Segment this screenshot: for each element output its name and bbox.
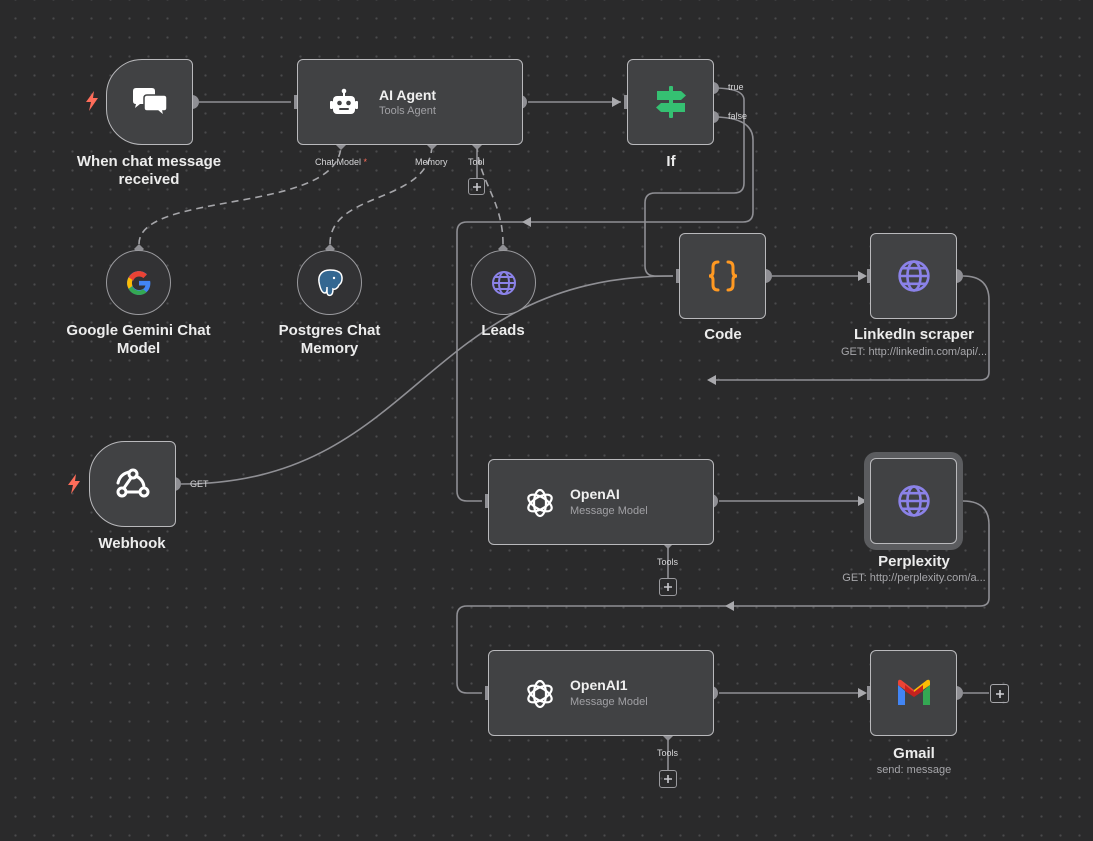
openai-logo-icon	[521, 675, 559, 713]
if-true-label: true	[728, 82, 744, 92]
ai-agent-subtitle: Tools Agent	[379, 105, 436, 117]
gmail-title: Gmail	[893, 745, 935, 762]
gmail-subtitle: send: message	[876, 764, 952, 776]
if-title: If	[666, 153, 676, 170]
add-openai1-tool-button[interactable]	[659, 770, 677, 788]
openai-subtitle: Message Model	[570, 505, 648, 517]
ai-agent-title: AI Agent	[379, 87, 437, 103]
code-node[interactable]	[679, 233, 766, 319]
postgres-node[interactable]	[297, 250, 362, 315]
plus-icon	[472, 182, 481, 191]
connection-postgres-to-agent	[329, 144, 433, 245]
openai1-title: OpenAI1	[570, 677, 628, 693]
gemini-title: Google Gemini Chat Model	[66, 322, 211, 357]
openai-tools-label: Tools	[657, 557, 679, 567]
add-openai-tool-button[interactable]	[659, 578, 677, 596]
connection-if-false-to-openai	[456, 116, 754, 502]
chat-trigger-node[interactable]	[106, 59, 193, 145]
add-tool-button[interactable]	[468, 178, 485, 195]
leads-title: Leads	[481, 322, 525, 339]
openai1-node[interactable]: OpenAI1 Message Model	[488, 650, 714, 736]
perplexity-title: Perplexity	[878, 553, 950, 570]
webhook-icon	[90, 442, 175, 526]
chat-model-connector-label: Chat Model *	[315, 157, 368, 167]
linkedin-scraper-title: LinkedIn scraper	[853, 326, 975, 343]
postgres-title: Postgres Chat Memory	[278, 322, 381, 357]
connection-webhook-to-code	[180, 275, 674, 485]
chat-trigger-title: When chat message received	[76, 153, 222, 188]
webhook-node[interactable]	[89, 441, 176, 527]
robot-icon	[328, 87, 360, 119]
connection-linkedin-to-openai	[712, 275, 990, 381]
plus-icon	[664, 775, 672, 783]
gemini-node[interactable]	[106, 250, 171, 315]
connection-leads-to-agent	[476, 144, 504, 245]
webhook-method-label: GET	[190, 479, 209, 489]
if-false-label: false	[728, 111, 748, 121]
leads-node[interactable]	[471, 250, 536, 315]
plus-icon	[664, 583, 672, 591]
gmail-node[interactable]	[870, 650, 957, 736]
if-node[interactable]	[627, 59, 714, 145]
webhook-title: Webhook	[98, 535, 166, 552]
perplexity-node[interactable]	[870, 458, 957, 544]
openai-title: OpenAI	[570, 486, 620, 502]
plus-icon	[995, 689, 1004, 698]
add-after-gmail-button[interactable]	[990, 684, 1009, 703]
gmail-icon	[871, 651, 956, 735]
linkedin-scraper-subtitle: GET: http://linkedin.com/api/...	[840, 346, 988, 358]
openai1-tools-label: Tools	[657, 748, 679, 758]
memory-connector-label: Memory	[415, 157, 448, 167]
openai1-subtitle: Message Model	[570, 696, 648, 708]
globe-icon	[871, 234, 956, 318]
postgres-elephant-icon	[298, 251, 361, 314]
globe-icon	[871, 459, 956, 543]
openai-logo-icon	[521, 484, 559, 522]
ai-agent-node[interactable]: AI Agent Tools Agent	[297, 59, 523, 145]
signpost-icon	[628, 60, 713, 144]
lightning-bolt-icon	[68, 474, 80, 494]
openai-node[interactable]: OpenAI Message Model	[488, 459, 714, 545]
tool-connector-label: Tool	[468, 157, 485, 167]
connection-perplexity-to-openai1	[456, 500, 990, 694]
connection-if-true-to-code	[644, 87, 745, 277]
globe-icon	[472, 251, 535, 314]
code-title: Code	[704, 326, 742, 343]
perplexity-subtitle: GET: http://perplexity.com/a...	[842, 572, 986, 584]
google-g-icon	[107, 251, 170, 314]
linkedin-scraper-node[interactable]	[870, 233, 957, 319]
lightning-bolt-icon	[86, 91, 98, 111]
chat-bubbles-icon	[107, 60, 192, 144]
braces-icon	[680, 234, 765, 318]
